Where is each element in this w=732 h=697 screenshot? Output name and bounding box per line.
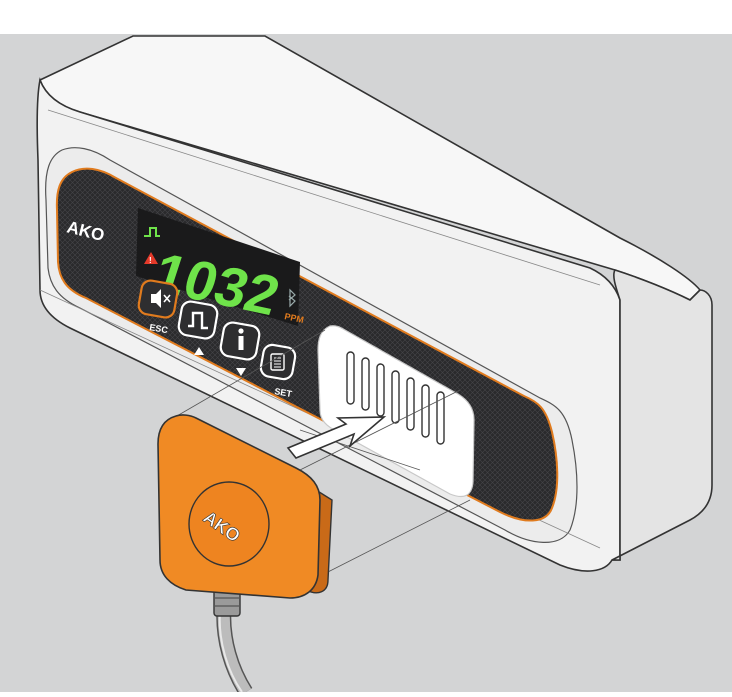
svg-text:!: ! [149,256,152,265]
pulse-indicator-icon [144,227,160,237]
alarm-icon: ! [144,252,158,265]
set-button[interactable]: SET [259,343,297,399]
down-arrow-icon [236,368,246,376]
sensor-cap: AKO [157,414,333,599]
set-button-label: SET [274,386,293,399]
sensor-slot [317,325,475,498]
info-button[interactable] [219,321,261,376]
info-icon [238,328,244,350]
mute-icon [151,289,171,308]
pulse-icon [188,311,208,330]
bluetooth-icon [288,288,296,308]
up-pulse-button[interactable] [177,300,219,355]
up-arrow-icon [194,347,204,355]
insert-arrow-icon [286,416,387,459]
display-unit: PPM [284,311,305,325]
mute-button[interactable]: ESC [137,279,179,335]
mute-button-label: ESC [149,322,169,335]
